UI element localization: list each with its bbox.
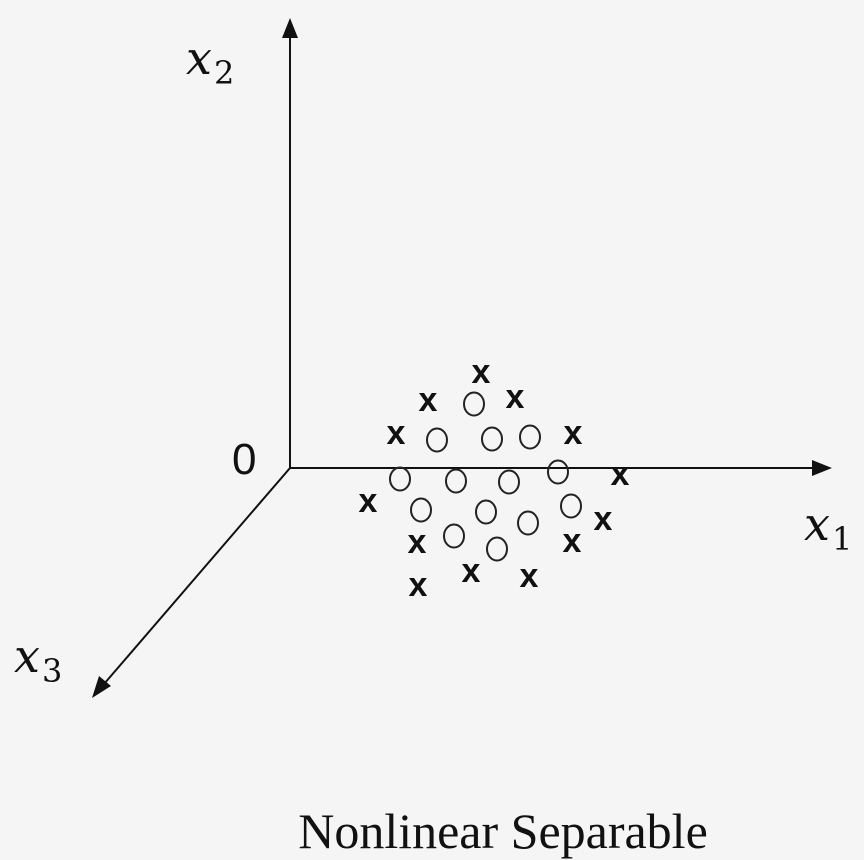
x2-axis-arrowhead bbox=[282, 18, 298, 38]
circle-point bbox=[498, 469, 520, 495]
circle-point bbox=[389, 466, 411, 492]
x3-axis-label-sub: 3 bbox=[42, 652, 62, 690]
circle-point bbox=[426, 427, 448, 453]
x1-axis-label: x1 bbox=[804, 497, 852, 558]
cross-point: x bbox=[611, 455, 630, 493]
x3-axis-label-var: x bbox=[14, 629, 40, 683]
axes bbox=[92, 18, 832, 698]
x2-axis-label: x2 bbox=[186, 31, 234, 92]
cross-point: x bbox=[419, 381, 438, 419]
circle-point bbox=[410, 497, 432, 523]
cross-point: x bbox=[408, 523, 427, 561]
cross-point: x bbox=[563, 522, 582, 560]
cross-point: x bbox=[506, 378, 525, 416]
circle-point bbox=[445, 468, 467, 494]
circle-point bbox=[517, 510, 539, 536]
cross-point: x bbox=[564, 414, 583, 452]
x3-axis-label: x3 bbox=[14, 629, 62, 690]
x1-axis-label-var: x bbox=[804, 497, 830, 551]
x2-axis-label-sub: 2 bbox=[214, 54, 234, 92]
cross-point: x bbox=[359, 482, 378, 520]
circle-point bbox=[443, 523, 465, 549]
circle-point bbox=[486, 536, 508, 562]
x3-axis-arrowhead bbox=[92, 676, 111, 698]
x3-axis-line bbox=[103, 467, 291, 685]
cross-point: x bbox=[594, 500, 613, 538]
cross-point: x bbox=[409, 566, 428, 604]
circle-point bbox=[475, 499, 497, 525]
cross-point: x bbox=[520, 557, 539, 595]
circle-point bbox=[519, 424, 541, 450]
cross-point: x bbox=[462, 552, 481, 590]
cross-point: x bbox=[387, 414, 406, 452]
circle-point bbox=[481, 426, 503, 452]
x2-axis-label-var: x bbox=[186, 31, 212, 85]
circle-point bbox=[547, 459, 569, 485]
x1-axis-label-sub: 1 bbox=[832, 520, 852, 558]
circle-point bbox=[560, 493, 582, 519]
circle-point bbox=[463, 391, 485, 417]
x1-axis-arrowhead bbox=[812, 460, 832, 476]
diagram-caption: Nonlinear Separable bbox=[298, 803, 708, 859]
cross-point: x bbox=[472, 353, 491, 391]
origin-label: 0 bbox=[232, 435, 256, 484]
